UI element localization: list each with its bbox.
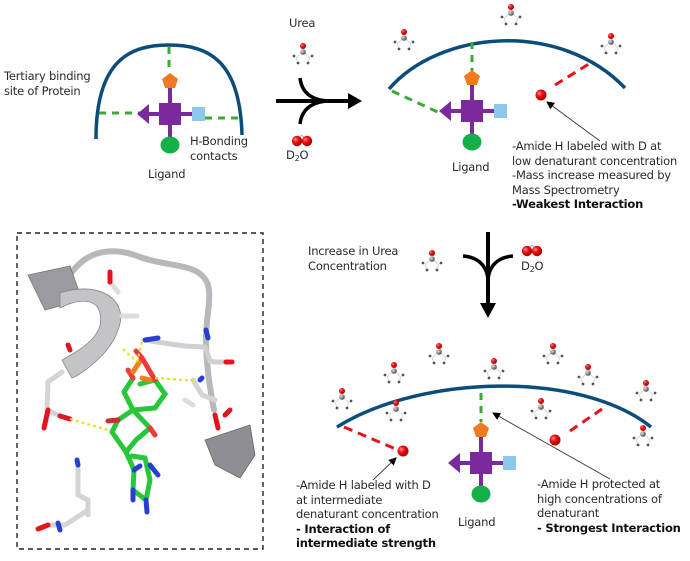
note-line: denaturant <box>537 506 600 520</box>
deuterium-atom <box>535 89 547 101</box>
note-line: high concentrations of <box>537 491 662 506</box>
increase-urea-line1: Increase in Urea <box>308 244 399 258</box>
binding-site-label-line2: site of Protein <box>4 83 81 98</box>
ligand-label: Ligand <box>452 160 490 174</box>
backbone-loop <box>67 248 217 413</box>
annotation-pointer-left <box>372 457 397 481</box>
reaction-arrow-top <box>276 42 362 147</box>
note-line: Mass Spectrometry <box>512 182 620 197</box>
protein-structure-panel <box>16 232 264 550</box>
note-line: -Amide H labeled with D at <box>512 139 662 153</box>
strongest-interaction-label: - Strongest Interaction <box>537 520 681 535</box>
ligand-label: Ligand <box>148 167 186 181</box>
urea-molecule-icon <box>331 387 353 410</box>
d2o-molecule-icon <box>291 134 313 147</box>
urea-molecule-icon <box>530 397 552 420</box>
urea-molecule-icon <box>428 342 450 365</box>
hbond-left <box>391 89 443 116</box>
urea-molecule-icon <box>500 3 522 26</box>
intermediate-interaction-note: -Amide H labeled with D at intermediate … <box>296 478 439 551</box>
weakest-interaction-label: -Weakest Interaction <box>512 197 644 211</box>
protein-surface-arc <box>336 384 653 429</box>
d2o-molecule-icon <box>521 244 543 257</box>
urea-molecule-icon <box>393 28 415 51</box>
note-line: -Amide H protected at <box>537 477 661 491</box>
deuterium-atom <box>549 434 561 446</box>
d2o-d: D <box>286 148 295 162</box>
urea-molecule-icon <box>632 424 654 447</box>
deuterium-exchange-bond-left <box>343 425 399 452</box>
intermediate-interaction-label: - Interaction of <box>296 521 391 536</box>
d2o-o: O <box>299 148 309 162</box>
weak-interaction-note: -Amide H labeled with D at low denaturan… <box>512 139 677 212</box>
hbond-label-line2: contacts <box>190 148 238 163</box>
deuterium-exchange-bond <box>554 60 593 87</box>
reaction-arrow-middle <box>421 232 543 318</box>
helix-ribbon <box>59 288 121 379</box>
note-line: -Amide H labeled with D <box>296 478 431 492</box>
d2o-label: D2O <box>286 148 309 167</box>
note-line: low denaturant concentration <box>512 153 678 168</box>
d2o-subscript: 2 <box>529 265 535 274</box>
hbond-contacts-label: H-Bonding contacts <box>190 134 248 163</box>
strong-interaction-note: -Amide H protected at high concentration… <box>537 477 681 535</box>
deuterium-exchange-bond-right <box>569 407 603 433</box>
intermediate-interaction-label: intermediate strength <box>296 536 436 550</box>
d2o-label: D2O <box>521 259 544 278</box>
d2o-d: D <box>521 259 530 273</box>
urea-molecule-icon <box>483 357 505 380</box>
urea-molecule-icon <box>600 32 622 55</box>
note-line: -Mass increase measured by <box>512 168 671 182</box>
increase-urea-line2: Concentration <box>308 258 387 273</box>
binding-site-label: Tertiary binding site of Protein <box>4 69 91 98</box>
weak-interaction-panel <box>387 3 627 153</box>
urea-molecule-icon <box>542 342 564 365</box>
protein-surface-arc <box>387 39 627 91</box>
note-line: denaturant concentration <box>296 507 439 521</box>
annotation-pointer-right <box>492 412 611 480</box>
ligand-icon <box>446 420 518 505</box>
d2o-o: O <box>534 259 544 273</box>
urea-molecule-icon <box>421 249 443 272</box>
note-line: at intermediate <box>296 492 383 507</box>
binding-site-label-line1: Tertiary binding <box>4 69 91 83</box>
urea-molecule-icon <box>635 379 657 402</box>
urea-molecule-icon <box>383 361 405 384</box>
deuterium-atom <box>397 445 409 457</box>
annotation-pointer <box>546 101 601 142</box>
urea-molecule-icon <box>292 42 314 65</box>
beta-strand <box>204 424 256 479</box>
ligand-label: Ligand <box>458 515 496 529</box>
binding-site-panel <box>94 43 244 156</box>
urea-label: Urea <box>289 16 316 30</box>
hbond-label-line1: H-Bonding <box>190 134 248 148</box>
urea-molecule-icon <box>577 363 599 386</box>
increase-urea-label: Increase in Urea Concentration <box>308 244 398 273</box>
ligand-icon <box>437 68 509 153</box>
strong-interaction-panel <box>331 342 657 505</box>
d2o-subscript: 2 <box>294 154 300 163</box>
protein-binding-site-arc <box>94 43 244 140</box>
